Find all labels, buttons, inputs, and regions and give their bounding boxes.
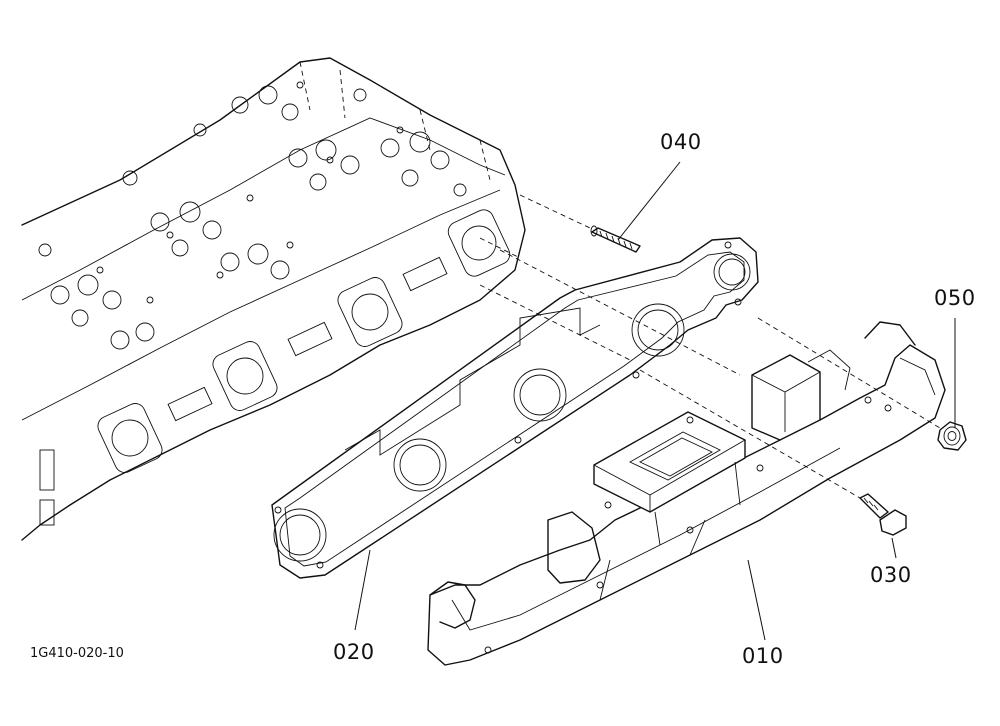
callout-010: 010 (742, 644, 784, 668)
callout-030: 030 (870, 563, 912, 587)
exhaust-manifold-010 (427, 321, 946, 666)
callout-020: 020 (333, 640, 375, 664)
drawing-reference-code: 1G410-020-10 (30, 646, 124, 661)
flange-bolt-030 (859, 493, 907, 536)
callout-040: 040 (660, 130, 702, 154)
alignment-lines (479, 194, 941, 499)
callout-050: 050 (934, 286, 976, 310)
cylinder-head (21, 57, 526, 541)
leader-lines (354, 161, 956, 641)
stud-bolt-040 (590, 225, 641, 253)
gasket-020 (271, 237, 759, 579)
flange-nut-050 (937, 421, 967, 451)
